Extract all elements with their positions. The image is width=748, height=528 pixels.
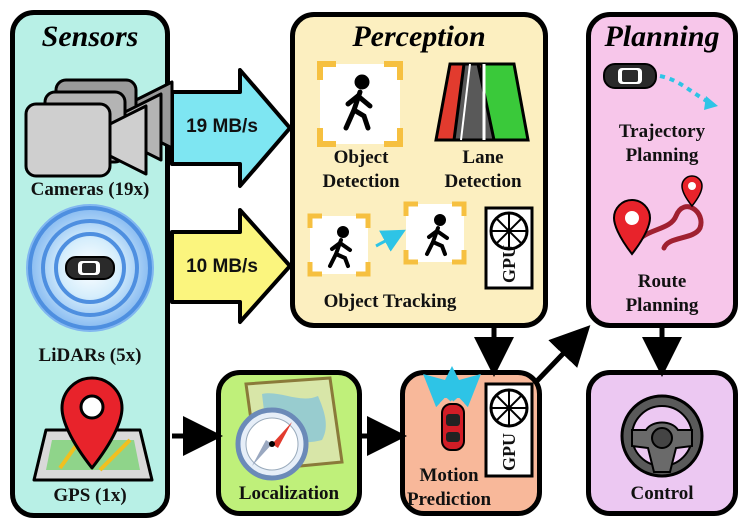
motion-car-icon xyxy=(423,366,481,451)
object-detection-label: Object Detection xyxy=(322,147,400,192)
map-compass-icon xyxy=(235,376,344,481)
localization-label: Localization xyxy=(238,483,340,504)
planning-title: Planning xyxy=(604,20,720,53)
route-map-icon xyxy=(612,175,704,256)
object-tracking-label: Object Tracking xyxy=(323,291,457,312)
tracking-frame-icon xyxy=(307,213,371,277)
tracking-frame-icon xyxy=(403,201,467,265)
perception-title: Perception xyxy=(352,20,486,53)
lane-detection-label: Lane Detection xyxy=(444,147,522,192)
gpu-icon xyxy=(484,382,534,478)
motion-prediction-label: Motion Prediction xyxy=(406,465,492,510)
gps-map-icon xyxy=(32,376,154,482)
camera-dataflow-arrow xyxy=(170,68,292,188)
tracking-arrow-icon xyxy=(375,229,406,252)
trajectory-planning-label: Trajectory Planning xyxy=(618,121,706,166)
route-planning-label: Route Planning xyxy=(625,271,699,316)
control-label: Control xyxy=(630,483,694,504)
lane-detection-icon xyxy=(434,62,530,142)
object-detection-icon xyxy=(317,61,403,147)
lidar-icon xyxy=(26,204,154,332)
gpu-label: GPU xyxy=(499,433,519,471)
gpu-icon xyxy=(484,206,534,290)
cameras-label: Cameras (19x) xyxy=(30,179,150,200)
lidar-dataflow-arrow xyxy=(170,208,292,324)
motion-to-planning-arrow xyxy=(534,325,591,384)
camera-icon xyxy=(24,78,174,178)
trajectory-car-icon xyxy=(603,63,718,110)
gps-label: GPS (1x) xyxy=(53,485,127,506)
steering-wheel-icon xyxy=(620,394,704,478)
sensors-title: Sensors xyxy=(41,20,139,53)
lidar-rate-label: 10 MB/s xyxy=(186,256,258,277)
camera-rate-label: 19 MB/s xyxy=(186,116,258,137)
lidars-label: LiDARs (5x) xyxy=(38,345,142,366)
gpu-label: GPU xyxy=(499,245,519,283)
